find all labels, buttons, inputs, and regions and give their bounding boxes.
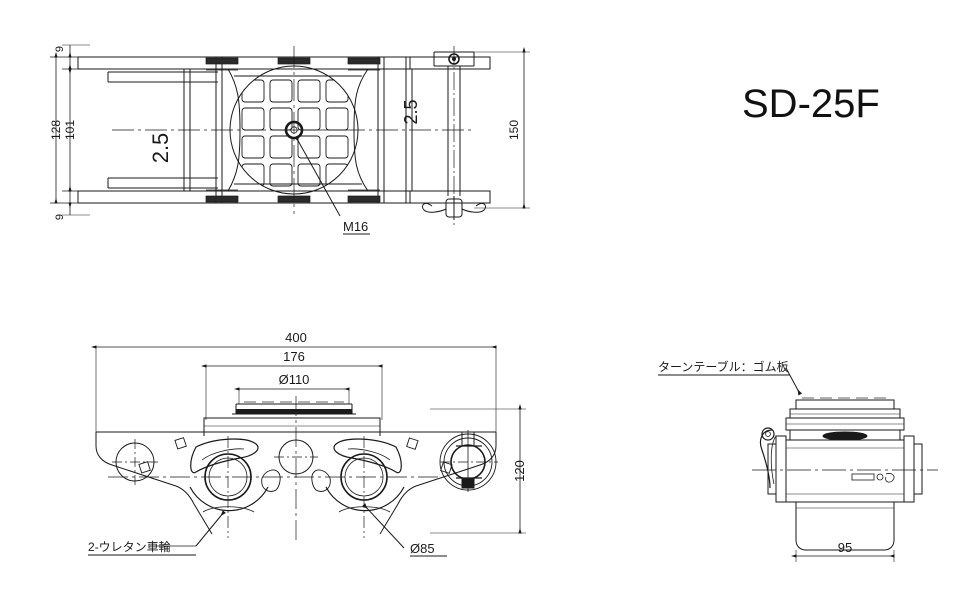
dim-95-label: 95 <box>838 540 852 555</box>
model-title: SD-25F <box>742 82 880 126</box>
note-turntable-rubber-label: ターンテーブル：ゴム板 <box>658 359 789 374</box>
top-view-geometry <box>50 46 491 226</box>
dim-400-label: 400 <box>285 330 307 345</box>
dimension-text-layer: 128 9 101 9 150 2.5 2.5 M16 400 176 Ø110… <box>49 46 852 557</box>
dim-176-label: 176 <box>283 349 305 364</box>
dim-9-top-label: 9 <box>54 46 66 52</box>
front-view-geometry <box>90 345 526 549</box>
dim-150-label: 150 <box>507 120 521 140</box>
front-view-dimensions <box>90 345 526 534</box>
dim-120-label: 120 <box>512 460 527 482</box>
dim-128-label: 128 <box>49 120 63 140</box>
dim-9-bottom-label: 9 <box>54 214 66 220</box>
dim-d110-label: Ø110 <box>279 372 310 387</box>
dim-d85-label: Ø85 <box>410 541 435 556</box>
side-view-geometry <box>752 367 938 562</box>
dim-101-label: 101 <box>63 120 77 140</box>
beam-left-thickness-label: 2.5 <box>148 133 173 164</box>
top-view-dimensions <box>54 44 530 216</box>
note-m16-label: M16 <box>343 219 368 234</box>
beam-right-thickness-label: 2.5 <box>401 99 421 124</box>
note-urethane-wheels-label: 2-ウレタン車輪 <box>88 539 171 554</box>
